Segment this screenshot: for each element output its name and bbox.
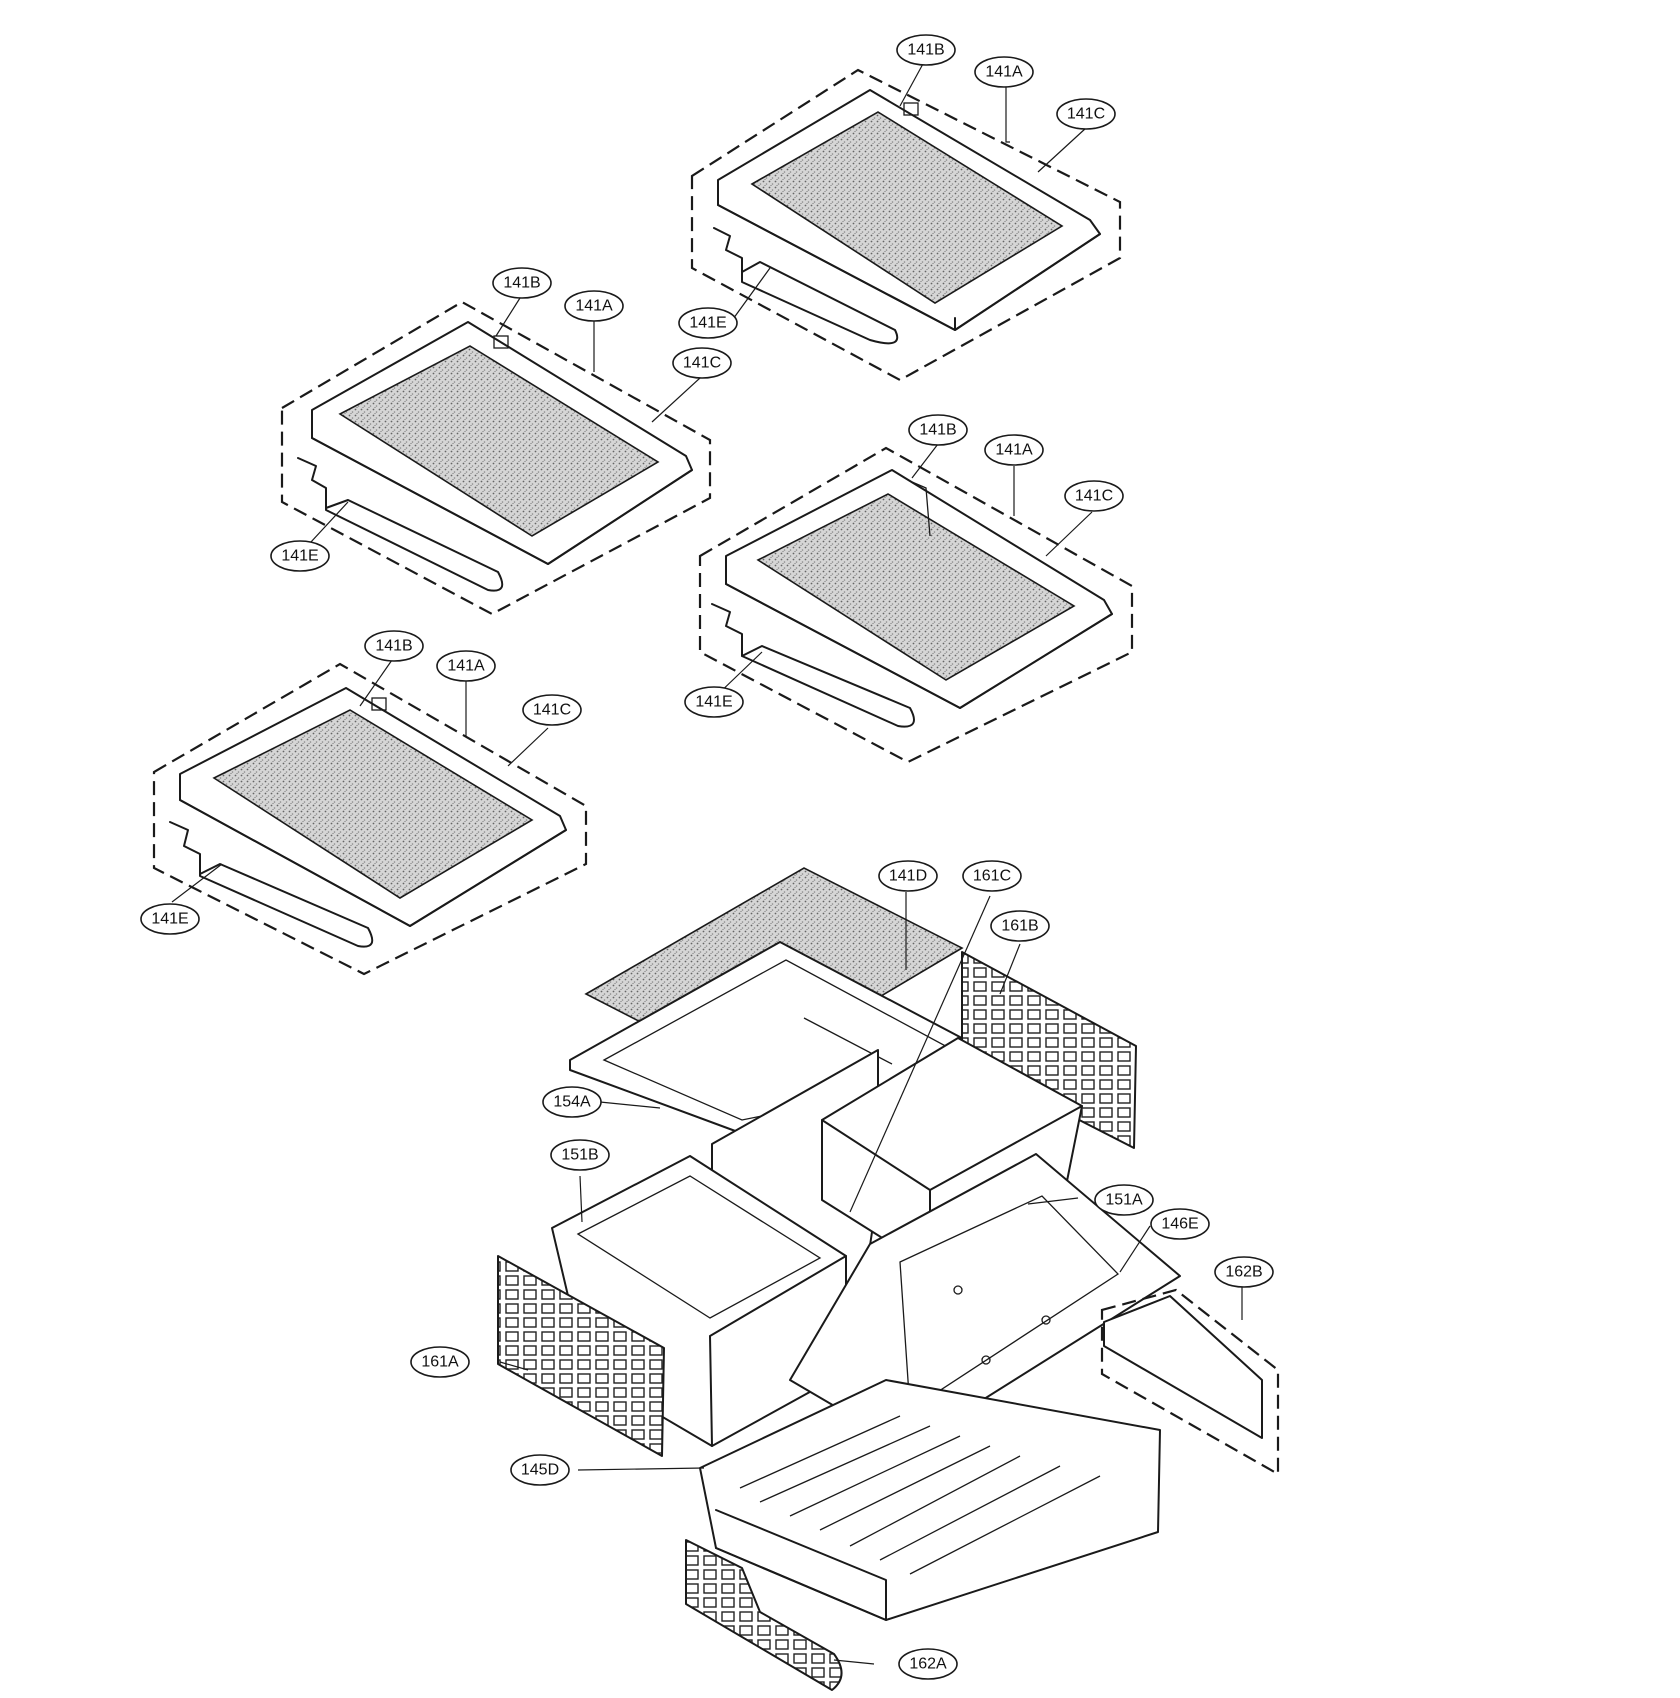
svg-text:141A: 141A — [995, 442, 1033, 459]
drawer-left-front — [709, 1255, 847, 1447]
callout-141d: 141D — [878, 860, 938, 892]
svg-text:151A: 151A — [1105, 1192, 1143, 1209]
rail-162b — [1103, 1295, 1263, 1439]
assembly-boundary — [280, 300, 712, 616]
svg-text:141B: 141B — [919, 422, 956, 439]
svg-text:141C: 141C — [1067, 106, 1105, 123]
shelf-clip — [371, 697, 387, 711]
callout-s4-141c: 141C — [522, 694, 582, 726]
svg-text:162B: 162B — [1225, 1264, 1262, 1281]
shelf-front-lip — [717, 204, 1101, 331]
assembly-boundary — [690, 68, 1122, 382]
callout-s3-141b: 141B — [908, 414, 968, 446]
callout-s1-141e: 141E — [678, 307, 738, 339]
callout-s3-141e: 141E — [684, 686, 744, 718]
shelf-glass — [338, 345, 660, 537]
callout-s4-141e: 141E — [140, 903, 200, 935]
svg-text:146E: 146E — [1161, 1216, 1198, 1233]
callout-161c: 161C — [962, 860, 1022, 892]
shelf-glass — [756, 493, 1076, 681]
tray-screw — [953, 1285, 963, 1295]
svg-text:161C: 161C — [973, 868, 1011, 885]
side-grille-161b — [961, 951, 1137, 1149]
shelf-assembly-1 — [690, 68, 1122, 382]
shelf-clip — [911, 481, 931, 537]
shelf-bracket — [713, 227, 899, 345]
shelf-clip — [493, 335, 509, 349]
callout-151a: 151A — [1094, 1184, 1154, 1216]
callout-161a: 161A — [410, 1346, 470, 1378]
svg-text:141A: 141A — [985, 64, 1023, 81]
svg-text:141B: 141B — [907, 42, 944, 59]
crisper-tray-146e — [789, 1153, 1181, 1449]
shelf-bracket — [169, 821, 374, 948]
svg-text:161B: 161B — [1001, 918, 1038, 935]
pan-front — [715, 1509, 887, 1621]
callout-s2-141b: 141B — [492, 267, 552, 299]
svg-text:145D: 145D — [521, 1462, 559, 1479]
shelf-assembly-4 — [152, 662, 588, 976]
shelf-front-lip — [311, 437, 693, 565]
callout-145d: 145D — [510, 1454, 570, 1486]
tray-screw — [981, 1355, 991, 1365]
callout-s4-141b: 141B — [364, 630, 424, 662]
leader-lines — [171, 61, 1243, 1665]
side-grille-161a — [497, 1255, 665, 1457]
assembly-boundary — [152, 662, 588, 976]
shelf-clip — [903, 102, 919, 116]
callout-154a: 154A — [542, 1086, 602, 1118]
shelf-front-lip — [179, 799, 567, 927]
svg-text:141E: 141E — [689, 315, 726, 332]
shelf-glass — [750, 111, 1064, 304]
tray-screw — [1041, 1315, 1051, 1325]
callout-s1-141a: 141A — [974, 56, 1034, 88]
callout-161b: 161B — [990, 910, 1050, 942]
callout-s2-141e: 141E — [270, 540, 330, 572]
callout-s2-141a: 141A — [564, 290, 624, 322]
svg-text:141C: 141C — [533, 702, 571, 719]
shelf-assembly-3 — [698, 446, 1134, 764]
callout-151b: 151B — [550, 1139, 610, 1171]
svg-text:141E: 141E — [281, 548, 318, 565]
shelf-assembly-2 — [280, 300, 712, 616]
svg-text:141A: 141A — [575, 298, 613, 315]
tray-inner — [899, 1195, 1120, 1412]
svg-text:154A: 154A — [553, 1094, 591, 1111]
callout-162a: 162A — [898, 1648, 958, 1680]
callout-s3-141a: 141A — [984, 434, 1044, 466]
drawer-left-inner — [576, 1175, 822, 1319]
svg-text:141E: 141E — [151, 911, 188, 928]
svg-text:141A: 141A — [447, 658, 485, 675]
svg-text:141C: 141C — [683, 355, 721, 372]
assembly-boundary — [698, 446, 1134, 764]
shelf-bracket — [297, 457, 504, 592]
callout-146e: 146E — [1150, 1208, 1210, 1240]
svg-text:151B: 151B — [561, 1147, 598, 1164]
svg-text:161A: 161A — [421, 1354, 459, 1371]
rail-162a — [685, 1539, 843, 1691]
callout-s4-141a: 141A — [436, 650, 496, 682]
shelf-bracket — [711, 603, 915, 728]
svg-text:141C: 141C — [1075, 488, 1113, 505]
callout-162b: 162B — [1214, 1256, 1274, 1288]
shelf-glass — [212, 709, 534, 899]
bottom-pan-145d — [699, 1379, 1161, 1621]
svg-text:141B: 141B — [503, 275, 540, 292]
svg-text:162A: 162A — [909, 1656, 947, 1673]
callout-s1-141b: 141B — [896, 34, 956, 66]
svg-text:141B: 141B — [375, 638, 412, 655]
pan-ribs — [739, 1415, 1101, 1575]
callout-s1-141c: 141C — [1056, 98, 1116, 130]
svg-text:141D: 141D — [889, 868, 927, 885]
svg-text:141E: 141E — [695, 694, 732, 711]
crisper-assembly — [497, 867, 1280, 1691]
rail-boundary — [1100, 1288, 1280, 1476]
shelf-front-lip — [725, 583, 1113, 709]
callout-s2-141c: 141C — [672, 347, 732, 379]
callout-s3-141c: 141C — [1064, 480, 1124, 512]
